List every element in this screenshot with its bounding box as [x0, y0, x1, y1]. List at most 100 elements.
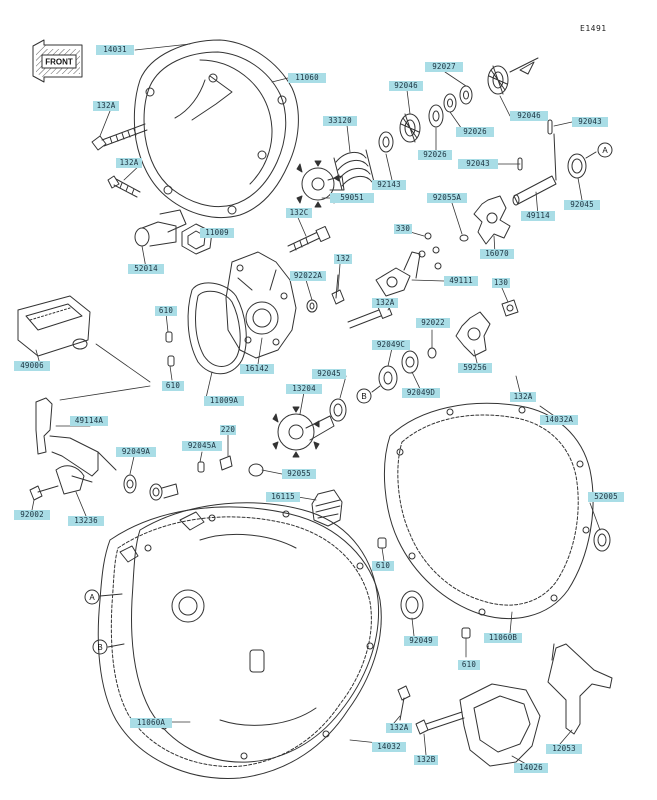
bolt-132-icon — [331, 274, 345, 305]
part-label-92026-2[interactable]: 92026 — [418, 150, 452, 160]
part-label-92022a[interactable]: 92022A — [290, 271, 326, 281]
part-label-132a-4[interactable]: 132A — [510, 392, 536, 402]
part-label-12053[interactable]: 12053 — [546, 744, 582, 754]
part-label-610-1[interactable]: 610 — [155, 306, 177, 316]
part-label-92049a[interactable]: 92049A — [116, 447, 156, 457]
part-label-92055a[interactable]: 92055A — [427, 193, 467, 203]
part-label-49114[interactable]: 49114 — [521, 211, 555, 221]
oring-92055-icon — [248, 463, 264, 477]
diagram-code: E1491 — [580, 24, 607, 33]
oil-plug-16115-icon — [311, 489, 343, 527]
washer-92027-icon — [459, 85, 473, 105]
part-label-92055[interactable]: 92055 — [282, 469, 316, 479]
bracket-12053 — [547, 643, 613, 735]
part-label-49006[interactable]: 49006 — [14, 361, 50, 371]
part-label-52005[interactable]: 52005 — [588, 492, 624, 502]
part-label-11009a[interactable]: 11009A — [204, 396, 244, 406]
ref-marker-a-icon: A — [84, 589, 123, 605]
part-label-11060b[interactable]: 11060B — [484, 633, 522, 643]
ref-marker-b-icon: B — [356, 385, 381, 404]
svg-text:B: B — [361, 392, 366, 401]
part-label-92049c[interactable]: 92049C — [372, 340, 410, 350]
bracket-13236 — [55, 465, 93, 495]
part-label-92049d[interactable]: 92049D — [402, 388, 440, 398]
part-label-14031[interactable]: 14031 — [96, 45, 134, 55]
bolt-132c-icon — [287, 225, 331, 253]
part-label-59051[interactable]: 59051 — [330, 193, 374, 203]
part-label-11060[interactable]: 11060 — [288, 73, 326, 83]
part-label-92046-2[interactable]: 92046 — [510, 111, 548, 121]
part-label-16115[interactable]: 16115 — [266, 492, 300, 502]
seal-92049-icon — [400, 590, 424, 620]
part-label-92043-1[interactable]: 92043 — [572, 117, 608, 127]
part-label-14032[interactable]: 14032 — [372, 742, 406, 752]
part-label-132a-2[interactable]: 132A — [116, 158, 142, 168]
part-label-33120[interactable]: 33120 — [323, 116, 357, 126]
part-label-14026[interactable]: 14026 — [514, 763, 548, 773]
seal-52005-icon — [593, 528, 611, 552]
bolt-132a-icon — [107, 175, 141, 198]
seal-92045-icon — [329, 398, 347, 422]
spring-33120 — [333, 149, 375, 191]
water-pipe — [134, 209, 187, 247]
bearing-92049c-icon — [378, 365, 398, 391]
bolt-132a-icon — [397, 685, 411, 721]
svg-text:A: A — [89, 593, 95, 602]
part-label-92143[interactable]: 92143 — [372, 180, 406, 190]
part-label-13204[interactable]: 13204 — [286, 384, 322, 394]
part-label-132[interactable]: 132 — [334, 254, 352, 264]
oring-92055a-icon — [459, 234, 469, 242]
bearing-92046-icon — [399, 113, 421, 143]
shaft-49114 — [512, 175, 557, 206]
gasket-11060a — [97, 506, 382, 779]
part-label-132a-3[interactable]: 132A — [372, 298, 398, 308]
part-label-92022[interactable]: 92022 — [416, 318, 450, 328]
part-label-610-3[interactable]: 610 — [372, 561, 394, 571]
part-label-11060a[interactable]: 11060A — [130, 718, 172, 728]
guard-14026 — [459, 683, 541, 767]
bolt-92002-icon — [29, 485, 59, 501]
part-label-132c[interactable]: 132C — [286, 208, 312, 218]
crankcase-cover-14032 — [119, 502, 380, 763]
part-label-92043-2[interactable]: 92043 — [458, 159, 498, 169]
shift-lever-49114a — [35, 397, 117, 477]
part-label-92045-1[interactable]: 92045 — [564, 200, 600, 210]
part-label-132a-1[interactable]: 132A — [93, 101, 119, 111]
part-label-220[interactable]: 220 — [220, 425, 236, 435]
water-pump-body — [225, 251, 297, 359]
part-label-92049[interactable]: 92049 — [404, 636, 438, 646]
part-label-92045a[interactable]: 92045A — [182, 441, 222, 451]
part-label-14032a[interactable]: 14032A — [540, 415, 578, 425]
part-label-49111[interactable]: 49111 — [444, 276, 478, 286]
part-label-92045-2[interactable]: 92045 — [312, 369, 346, 379]
part-label-130[interactable]: 130 — [492, 278, 510, 288]
shaft-49111 — [375, 251, 421, 297]
part-label-92046-1[interactable]: 92046 — [389, 81, 423, 91]
part-label-92026-1[interactable]: 92026 — [456, 127, 494, 137]
part-label-330[interactable]: 330 — [394, 224, 412, 234]
part-label-132b[interactable]: 132B — [414, 755, 438, 765]
part-label-610-4[interactable]: 610 — [458, 660, 480, 670]
washer-92026b-icon — [443, 93, 457, 113]
leader-lines — [31, 43, 601, 765]
part-label-92002[interactable]: 92002 — [14, 510, 50, 520]
part-label-13236[interactable]: 13236 — [68, 516, 104, 526]
part-label-16142[interactable]: 16142 — [240, 364, 274, 374]
oil-pump-cover — [17, 295, 91, 357]
part-label-52014[interactable]: 52014 — [128, 264, 164, 274]
part-label-11009[interactable]: 11009 — [200, 228, 234, 238]
part-label-92027[interactable]: 92027 — [425, 62, 463, 72]
magneto-cover — [133, 39, 299, 219]
part-label-16070[interactable]: 16070 — [480, 249, 514, 259]
front-arrow-icon: FRONT — [32, 39, 83, 83]
balls-330-icon — [418, 232, 442, 270]
part-label-610-2[interactable]: 610 — [162, 381, 184, 391]
bolt-132a-icon — [91, 123, 148, 151]
part-label-49114a[interactable]: 49114A — [70, 416, 108, 426]
impeller-59256-icon — [455, 311, 491, 357]
gasket-11009a — [187, 282, 247, 375]
part-label-59256[interactable]: 59256 — [458, 363, 492, 373]
bolt-132b-icon — [415, 711, 465, 735]
part-label-132a-5[interactable]: 132A — [386, 723, 412, 733]
washer-92026-icon — [428, 104, 444, 128]
